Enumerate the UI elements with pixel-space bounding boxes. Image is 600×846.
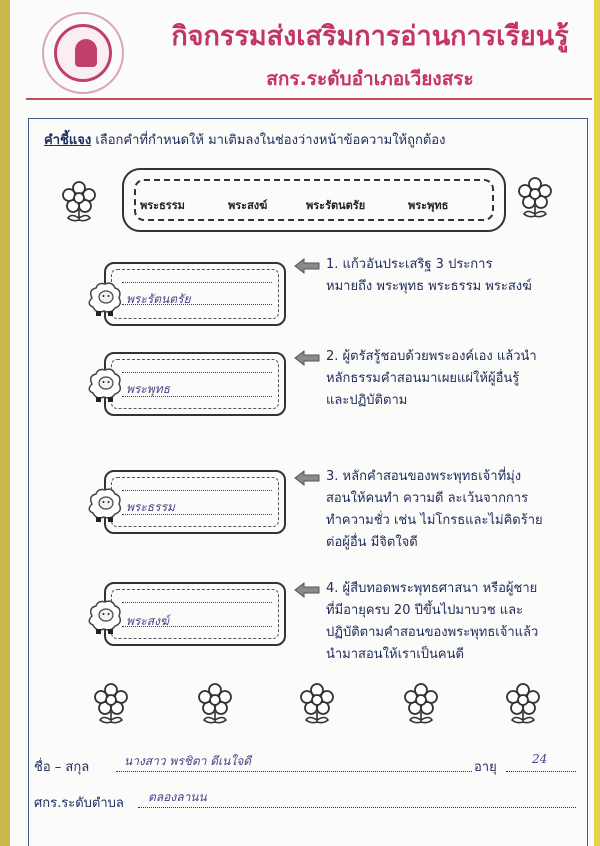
sheep-icon xyxy=(88,368,122,402)
flower-icon xyxy=(62,181,96,222)
age-value[interactable]: 24 xyxy=(532,752,548,766)
page-title: กิจกรรมส่งเสริมการอ่านการเรียนรู้ xyxy=(171,21,569,52)
question-1: 1. แก้วอันประเสริฐ 3 ประการ หมายถึง พระพ… xyxy=(326,257,532,294)
answer-text: พระพุทธ xyxy=(126,382,170,396)
answer-text: พระรัตนตรัย xyxy=(126,292,191,306)
name-label: ชื่อ – สกุล xyxy=(34,760,90,775)
answer-line xyxy=(122,626,272,627)
word-bank-item: พระสงฆ์ xyxy=(228,199,268,212)
flower-icon xyxy=(404,683,438,724)
word-bank xyxy=(122,168,506,232)
name-value[interactable]: นางสาว พรชิตา ดีเนใจดี xyxy=(124,754,252,768)
flower-icon xyxy=(300,683,334,724)
word-bank-item: พระรัตนตรัย xyxy=(306,199,366,212)
question-3: 3. หลักคำสอนของพระพุทธเจ้าที่มุ่ง สอนให้… xyxy=(326,469,543,550)
sheep-icon xyxy=(88,282,122,316)
background-edge xyxy=(594,0,600,846)
arrow-left-icon xyxy=(294,470,320,486)
sheep-icon xyxy=(88,600,122,634)
arrow-left-icon xyxy=(294,350,320,366)
word-bank-item: พระธรรม xyxy=(140,199,185,212)
answer-line xyxy=(122,602,272,603)
flower-icon xyxy=(518,177,552,218)
school-label: ศกร.ระดับตำบล xyxy=(34,796,124,811)
answer-line xyxy=(122,282,272,283)
answer-line xyxy=(122,372,272,373)
name-line xyxy=(116,771,472,772)
answer-line xyxy=(122,514,272,515)
flower-icon xyxy=(198,683,232,724)
school-seal-logo xyxy=(42,12,124,94)
arrow-left-icon xyxy=(294,258,320,274)
answer-line xyxy=(122,396,272,397)
school-line xyxy=(138,807,576,808)
worksheet: กิจกรรมส่งเสริมการอ่านการเรียนรู้ สกร.ระ… xyxy=(10,0,594,846)
header-divider xyxy=(26,98,592,100)
flower-icon xyxy=(506,683,540,724)
flower-icon xyxy=(94,683,128,724)
sheep-icon xyxy=(88,488,122,522)
instructions-heading: คำชี้แจง xyxy=(44,133,92,148)
answer-text: พระธรรม xyxy=(126,500,175,514)
instructions-text: เลือกคำที่กำหนดให้ มาเติมลงในช่องว่างหน้… xyxy=(95,133,446,148)
age-line xyxy=(506,771,576,772)
content-frame xyxy=(28,118,588,846)
question-2: 2. ผู้ตรัสรู้ชอบด้วยพระองค์เอง แล้วนำ หล… xyxy=(326,349,537,408)
age-label: อายุ xyxy=(474,760,497,775)
page-subtitle: สกร.ระดับอำเภอเวียงสระ xyxy=(266,68,474,90)
word-bank-item: พระพุทธ xyxy=(408,199,449,212)
answer-text: พระสงฆ์ xyxy=(126,614,169,628)
answer-line xyxy=(122,304,272,305)
instructions: คำชี้แจง เลือกคำที่กำหนดให้ มาเติมลงในช่… xyxy=(44,129,445,150)
answer-line xyxy=(122,490,272,491)
arrow-left-icon xyxy=(294,582,320,598)
question-4: 4. ผู้สืบทอดพระพุทธศาสนา หรือผู้ชาย ที่ม… xyxy=(326,581,539,662)
school-value[interactable]: ตลองลานน xyxy=(148,790,207,804)
